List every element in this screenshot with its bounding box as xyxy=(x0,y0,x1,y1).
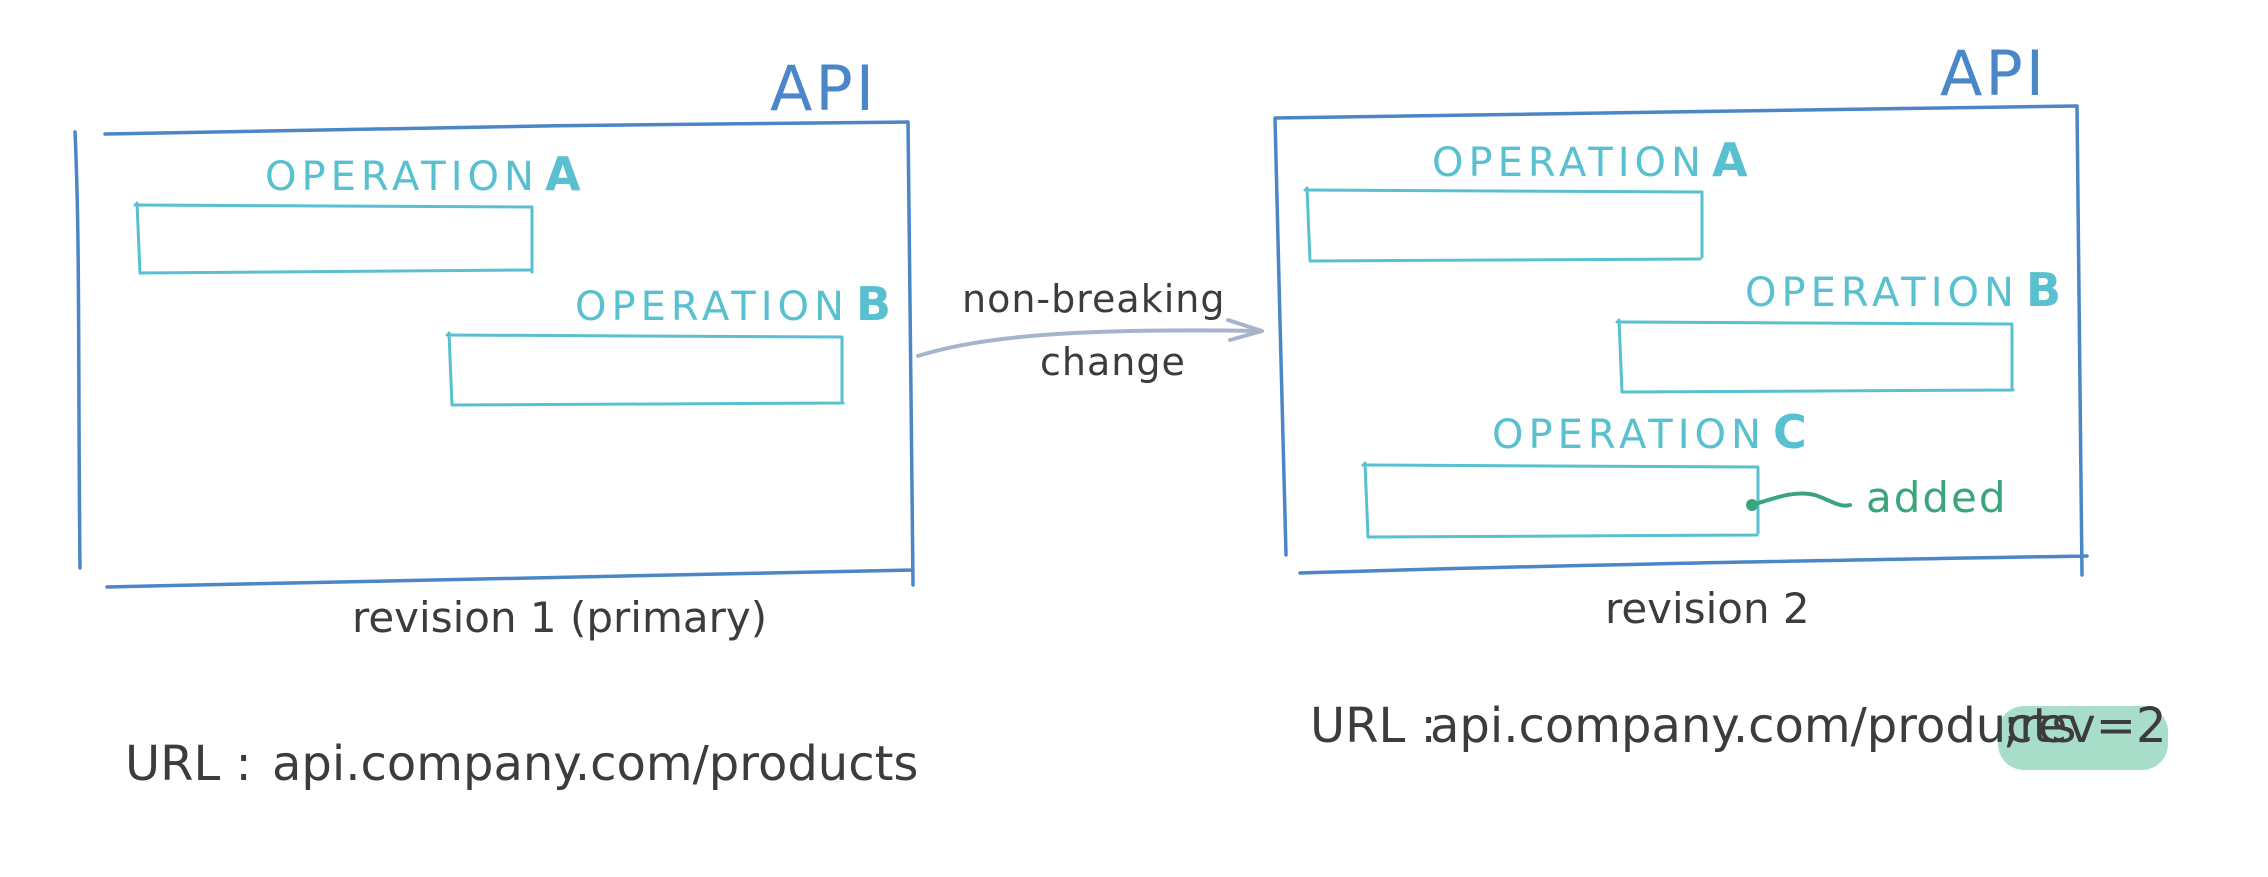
arrow-label-line2: change xyxy=(1040,340,1186,384)
right-panel: API OPERATION A OPERATION B OPERATION C … xyxy=(1273,37,2168,770)
left-api-box xyxy=(73,120,915,589)
left-operation-a: OPERATION A xyxy=(133,147,581,275)
left-panel: API OPERATION A OPERATION B revision 1 (… xyxy=(73,52,918,792)
left-operation-b-label: OPERATION xyxy=(575,284,849,330)
arrow-label-line1: non-breaking xyxy=(962,277,1225,321)
left-operation-b: OPERATION B xyxy=(445,277,891,407)
right-url: api.company.com/products xyxy=(1430,698,2076,754)
right-operation-c-letter: C xyxy=(1773,405,1807,459)
rev-highlight xyxy=(1998,706,2168,770)
arrow-head xyxy=(1226,318,1264,342)
right-operation-a-label: OPERATION xyxy=(1432,140,1706,186)
left-operation-a-box xyxy=(133,201,534,275)
left-url: api.company.com/products xyxy=(272,736,918,792)
right-operation-b-label: OPERATION xyxy=(1745,270,2019,316)
right-operation-c-box xyxy=(1361,461,1760,539)
right-operation-a-box xyxy=(1303,186,1704,263)
right-operation-a-letter: A xyxy=(1712,133,1748,187)
non-breaking-change-arrow: non-breaking change xyxy=(916,277,1264,384)
left-url-label: URL : xyxy=(125,736,252,792)
right-url-label: URL : xyxy=(1310,698,1437,754)
left-operation-b-box xyxy=(445,331,845,407)
right-api-label: API xyxy=(1940,37,2047,110)
left-operation-a-letter: A xyxy=(545,147,581,201)
right-revision-caption: revision 2 xyxy=(1605,584,1810,633)
left-operation-a-label: OPERATION xyxy=(265,154,539,200)
right-operation-a: OPERATION A xyxy=(1303,133,1748,263)
left-api-label: API xyxy=(770,52,877,125)
right-operation-b-letter: B xyxy=(2026,263,2061,317)
left-revision-caption: revision 1 (primary) xyxy=(352,593,767,642)
right-operation-b: OPERATION B xyxy=(1615,263,2061,394)
arrow-line xyxy=(916,328,1262,358)
added-label: added xyxy=(1866,473,2008,522)
right-operation-b-box xyxy=(1615,318,2015,394)
right-operation-c-label: OPERATION xyxy=(1492,412,1766,458)
right-api-box xyxy=(1273,104,2089,577)
added-connector xyxy=(1750,491,1852,508)
right-url-rev-suffix: ;rev=2 xyxy=(2003,698,2167,754)
right-operation-c: OPERATION C xyxy=(1361,405,1807,539)
added-annotation: added xyxy=(1746,473,2008,522)
left-operation-b-letter: B xyxy=(856,277,891,331)
